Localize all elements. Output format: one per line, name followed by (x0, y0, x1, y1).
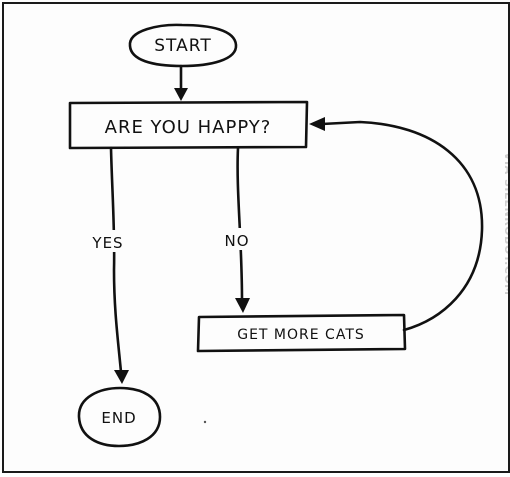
edge-start-question (174, 64, 188, 101)
end-node: END (77, 386, 162, 448)
edge-yes: YES (84, 146, 132, 384)
edge-line (109, 146, 123, 374)
action-node: GET MORE CATS (196, 313, 407, 353)
arrowhead (235, 298, 250, 313)
edge-line (320, 120, 484, 332)
label-bg (84, 230, 132, 252)
arrowhead (309, 117, 325, 131)
start-node: START (128, 23, 238, 68)
watermark-text: VIA SILENROBOT.COM (502, 152, 510, 296)
arrowhead (174, 88, 188, 101)
action-label: GET MORE CATS (237, 327, 365, 343)
watermark: VIA SILENROBOT.COM (492, 150, 510, 320)
label-bg (216, 228, 256, 250)
edge-loop-back (309, 117, 484, 332)
no-label: NO (224, 232, 249, 250)
edge-line (236, 146, 244, 302)
start-oval (128, 23, 238, 68)
end-label: END (101, 409, 136, 427)
question-node: ARE YOU HAPPY? (68, 100, 309, 150)
stray-mark (203, 420, 207, 424)
action-box (196, 313, 407, 353)
arrowhead (114, 370, 129, 384)
start-label: START (154, 36, 211, 56)
yes-label: YES (91, 234, 123, 252)
end-oval (77, 386, 162, 448)
question-label: ARE YOU HAPPY? (105, 117, 272, 138)
edge-no: NO (216, 146, 256, 313)
question-box (68, 100, 309, 150)
